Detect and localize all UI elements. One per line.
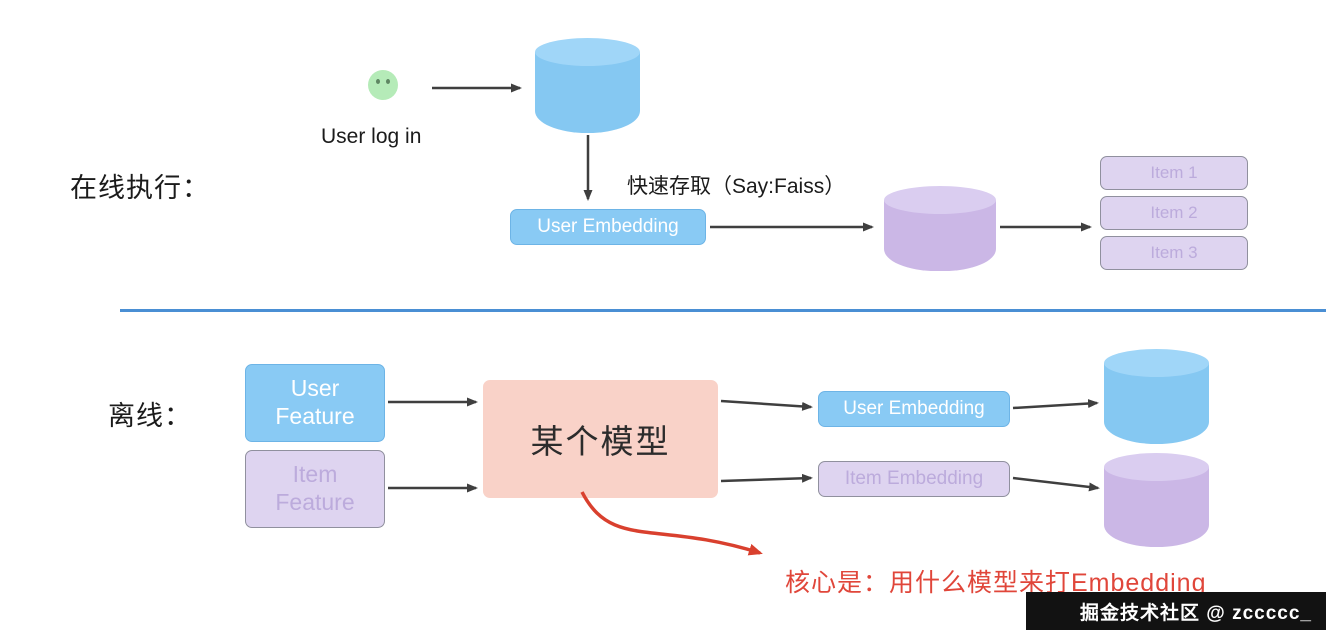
online-user-embedding-box: User Embedding <box>510 209 706 245</box>
model-box: 某个模型 <box>483 380 718 498</box>
item-result-2: Item 2 <box>1100 196 1248 230</box>
arrow-model-to-item-embedding <box>720 473 813 483</box>
watermark-badge: 掘金技术社区 @ zccccc_ <box>1026 592 1326 630</box>
offline-item-embedding-box: Item Embedding <box>818 461 1010 497</box>
cylinder-top <box>884 186 996 214</box>
smiley-eye-icon <box>386 79 390 84</box>
offline-user-db-cylinder <box>1104 349 1209 444</box>
section-divider-line <box>120 309 1326 312</box>
cylinder-top <box>1104 349 1209 377</box>
fast-access-label: 快速存取（Say:Faiss） <box>627 175 846 198</box>
online-index-db-cylinder <box>884 186 996 271</box>
item-result-3: Item 3 <box>1100 236 1248 270</box>
user-feature-box: User Feature <box>245 364 385 442</box>
offline-section-label: 离线： <box>108 401 192 431</box>
smiley-eye-icon <box>376 79 380 84</box>
cylinder-top <box>535 38 640 66</box>
arrow-item-embedding-to-db <box>1012 476 1100 492</box>
user-smiley-icon <box>368 70 398 100</box>
online-section-label: 在线执行： <box>70 173 210 203</box>
red-callout-arrow <box>580 491 763 556</box>
offline-user-embedding-box: User Embedding <box>818 391 1010 427</box>
online-user-db-cylinder <box>535 38 640 133</box>
arrow-model-to-user-embedding <box>720 399 813 411</box>
item-result-1: Item 1 <box>1100 156 1248 190</box>
cylinder-top <box>1104 453 1209 481</box>
arrow-user-embedding-to-db <box>1012 399 1099 410</box>
item-feature-box: Item Feature <box>245 450 385 528</box>
offline-item-db-cylinder <box>1104 453 1209 547</box>
user-login-label: User log in <box>321 125 422 148</box>
